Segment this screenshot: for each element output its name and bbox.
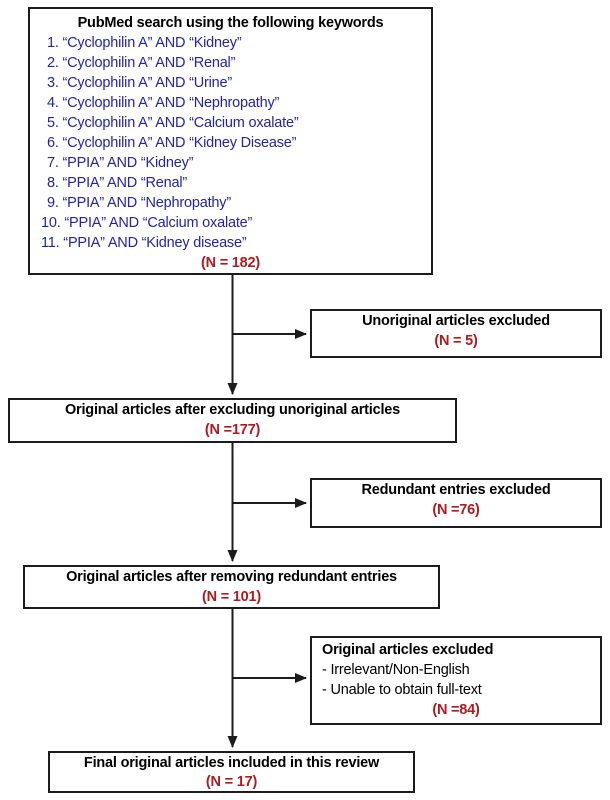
keyword-item: 7. “PPIA” AND “Kidney” (47, 155, 194, 171)
pubmed-search-count: (N = 182) (200, 255, 261, 271)
excluded-unoriginal-title: Unoriginal articles excluded (362, 313, 550, 329)
keyword-item: 4. “Cyclophilin A” AND “Nephropathy” (47, 95, 280, 111)
final-included-box: Final original articles included in this… (48, 751, 415, 793)
keyword-item: 2. “Cyclophilin A” AND “Renal” (47, 55, 236, 71)
excluded-redundant-title: Redundant entries excluded (361, 482, 551, 498)
after-unoriginal-count: (N =177) (204, 421, 261, 438)
final-included-count: (N = 17) (205, 774, 258, 790)
excluded-redundant-count: (N =76) (432, 501, 480, 518)
keyword-item: 3. “Cyclophilin A” AND “Urine” (47, 75, 232, 91)
keyword-item: 10. “PPIA” AND “Calcium oxalate” (41, 215, 253, 231)
keyword-list: 1. “Cyclophilin A” AND “Kidney” 2. “Cycl… (30, 33, 431, 253)
excluded-unoriginal-count: (N = 5) (434, 332, 478, 349)
pubmed-search-box: PubMed search using the following keywor… (28, 7, 433, 275)
excluded-redundant-box: Redundant entries excluded (N =76) (310, 478, 602, 528)
keyword-item: 9. “PPIA” AND “Nephropathy” (47, 195, 231, 211)
excluded-original-title: Original articles excluded (322, 642, 494, 658)
final-included-title: Final original articles included in this… (83, 755, 380, 771)
pubmed-search-title: PubMed search using the following keywor… (77, 15, 384, 31)
after-unoriginal-title: Original articles after excluding unorig… (64, 402, 401, 418)
excluded-original-count: (N =84) (432, 702, 480, 718)
keyword-item: 1. “Cyclophilin A” AND “Kidney” (47, 35, 242, 51)
excluded-original-box: Original articles excluded - Irrelevant/… (310, 636, 602, 725)
keyword-item: 11. “PPIA” AND “Kidney disease” (41, 235, 247, 251)
after-redundant-title: Original articles after removing redunda… (66, 569, 397, 585)
keyword-item: 6. “Cyclophilin A” AND “Kidney Disease” (47, 135, 297, 151)
after-unoriginal-box: Original articles after excluding unorig… (8, 398, 457, 443)
after-redundant-box: Original articles after removing redunda… (23, 565, 440, 609)
keyword-item: 8. “PPIA” AND “Renal” (47, 175, 188, 191)
after-redundant-count: (N = 101) (201, 588, 262, 605)
exclusion-reason: - Irrelevant/Non-English (322, 662, 470, 678)
exclusion-reason: - Unable to obtain full-text (322, 682, 482, 698)
keyword-item: 5. “Cyclophilin A” AND “Calcium oxalate” (47, 115, 299, 131)
excluded-unoriginal-box: Unoriginal articles excluded (N = 5) (310, 309, 602, 358)
